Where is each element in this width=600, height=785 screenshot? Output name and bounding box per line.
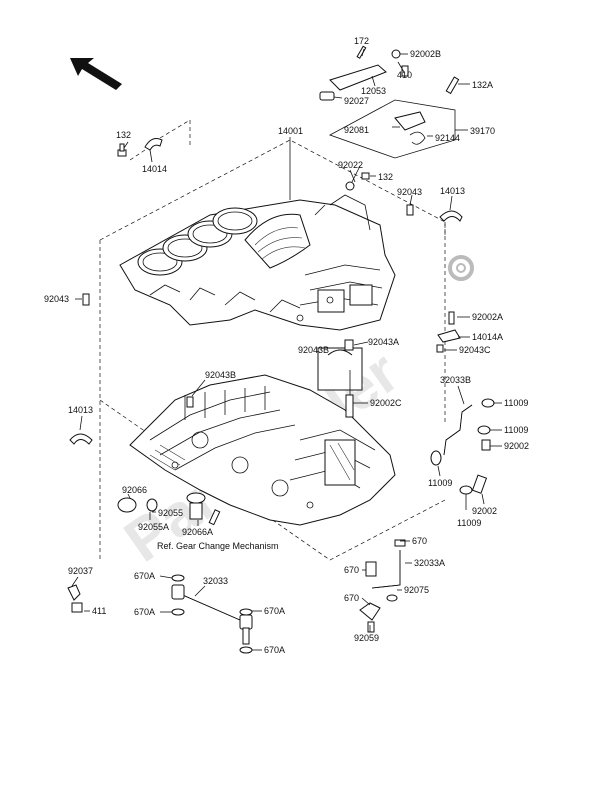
label-14013-right: 14013 xyxy=(440,186,465,196)
label-92002-a: 92002 xyxy=(504,441,529,451)
label-92059: 92059 xyxy=(354,633,379,643)
gear-watermark-icon xyxy=(448,255,474,281)
label-32033: 32033 xyxy=(203,576,228,586)
label-132-top: 132 xyxy=(116,130,131,140)
parts-92022-132 xyxy=(345,169,370,191)
label-11009-d: 11009 xyxy=(457,518,481,528)
label-92043A: 92043A xyxy=(368,337,399,347)
half-ring-14013-right xyxy=(439,210,463,222)
label-670A-4: 670A xyxy=(264,645,285,655)
label-32033A: 32033A xyxy=(414,558,445,568)
direction-arrow-icon xyxy=(70,58,122,90)
label-92066: 92066 xyxy=(122,485,147,495)
label-92022: 92022 xyxy=(338,160,363,170)
label-11009-a: 11009 xyxy=(504,398,528,408)
label-14013-left: 14013 xyxy=(68,405,93,415)
label-92055A: 92055A xyxy=(138,522,169,532)
bearing-cap-92043A xyxy=(317,339,363,418)
label-92043-left: 92043 xyxy=(44,294,69,304)
label-92066A: 92066A xyxy=(182,527,213,537)
dowel-92043-left xyxy=(82,293,90,306)
label-92002A: 92002A xyxy=(472,312,503,322)
label-12053: 12053 xyxy=(361,86,386,96)
label-670A-3: 670A xyxy=(264,606,285,616)
label-92037: 92037 xyxy=(68,566,93,576)
bearing-14014 xyxy=(144,138,163,151)
label-11009-b: 11009 xyxy=(504,425,528,435)
bolt-132-top xyxy=(117,143,127,157)
label-670-r3: 670 xyxy=(344,593,359,603)
part-labels: 172 92002B 410 12053 92027 132A 92081 92… xyxy=(44,36,529,655)
label-92055: 92055 xyxy=(158,508,183,518)
label-411: 411 xyxy=(92,606,106,616)
upper-envelope-line xyxy=(99,139,446,241)
label-14014: 14014 xyxy=(142,164,167,174)
leader-lines xyxy=(71,48,502,651)
dowel-92043-right xyxy=(406,204,414,216)
label-670A-2: 670A xyxy=(134,607,155,617)
oil-pipe-32033A xyxy=(359,539,406,633)
lower-crankcase xyxy=(129,374,396,526)
label-670A-1: 670A xyxy=(134,571,155,581)
label-132-mid: 132 xyxy=(378,172,393,182)
label-670-r1: 670 xyxy=(412,536,427,546)
label-132A: 132A xyxy=(472,80,493,90)
half-ring-14013-left xyxy=(69,433,93,445)
label-92002B: 92002B xyxy=(410,49,441,59)
fitting-92037-411 xyxy=(67,584,83,613)
label-39170: 39170 xyxy=(470,126,495,136)
label-670-r2: 670 xyxy=(344,565,359,575)
label-92043B-lower: 92043B xyxy=(205,370,236,380)
label-ref-gear-change: Ref. Gear Change Mechanism xyxy=(157,541,279,551)
label-92027: 92027 xyxy=(344,96,369,106)
bracket-14014A xyxy=(436,311,461,353)
label-32033B: 32033B xyxy=(440,375,471,385)
label-92043-right: 92043 xyxy=(397,187,422,197)
label-92043C: 92043C xyxy=(459,345,491,355)
label-172: 172 xyxy=(354,36,369,46)
breather-assembly xyxy=(319,45,460,159)
label-92002C: 92002C xyxy=(370,398,402,408)
label-410: 410 xyxy=(397,70,412,80)
label-14014A: 14014A xyxy=(472,332,503,342)
label-92002-b: 92002 xyxy=(472,506,497,516)
label-11009-c: 11009 xyxy=(428,478,452,488)
dowel-guide-line xyxy=(159,119,191,145)
drain-plug-parts xyxy=(117,492,221,526)
label-92075: 92075 xyxy=(404,585,429,595)
label-92144: 92144 xyxy=(435,133,460,143)
label-14001: 14001 xyxy=(278,126,303,136)
dowel-92043B xyxy=(186,396,194,408)
oil-pipe-32033 xyxy=(171,574,253,654)
upper-crankcase xyxy=(119,194,396,331)
label-92081: 92081 xyxy=(344,125,369,135)
label-92043B-upper: 92043B xyxy=(298,345,329,355)
